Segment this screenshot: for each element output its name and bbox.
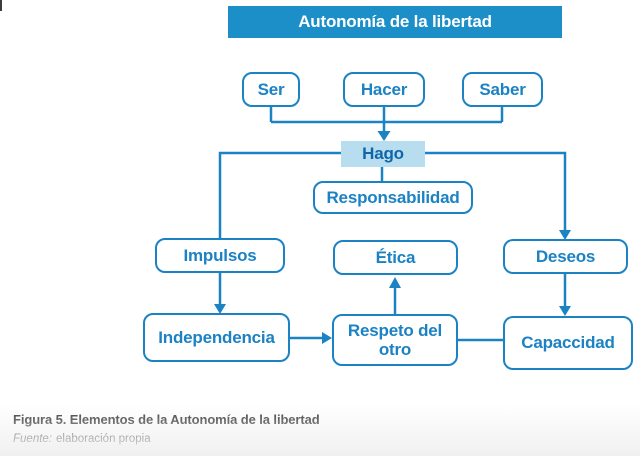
node-hago: Hago	[341, 141, 425, 167]
figure-caption: Figura 5. Elementos de la Autonomía de l…	[13, 412, 320, 427]
node-deseos-label: Deseos	[535, 246, 596, 266]
arrowhead-into-etica	[389, 277, 401, 288]
diagram-title-bar: Autonomía de la libertad	[228, 6, 562, 38]
arrowhead-into-respeto	[322, 332, 332, 344]
diagram-title: Autonomía de la libertad	[298, 12, 492, 31]
arrowhead-into-capaccidad	[559, 306, 571, 316]
node-ser: Ser	[242, 72, 300, 107]
page-edge-mark	[0, 0, 2, 11]
line-hago-to-deseos	[425, 151, 567, 231]
figure-source: Fuente: elaboración propia	[13, 433, 151, 445]
figure-source-prefix: Fuente:	[13, 433, 52, 445]
node-independencia: Independencia	[143, 313, 290, 362]
node-impulsos: Impulsos	[155, 238, 285, 273]
node-capaccidad-label: Capaccidad	[521, 333, 615, 353]
node-ser-label: Ser	[257, 79, 285, 99]
node-saber-label: Saber	[479, 79, 526, 99]
node-impulsos-label: Impulsos	[183, 245, 257, 265]
node-hacer: Hacer	[343, 72, 425, 107]
node-respeto-del-otro-label: Respeto del otro	[347, 320, 443, 359]
node-deseos: Deseos	[503, 239, 628, 274]
node-capaccidad: Capaccidad	[503, 316, 633, 370]
figure-source-text: elaboración propia	[56, 433, 151, 445]
line-hago-to-impulsos	[218, 151, 341, 239]
node-responsabilidad-label: Responsabilidad	[326, 187, 460, 207]
arrowhead-into-hago	[377, 131, 391, 141]
node-respeto-del-otro: Respeto del otro	[332, 314, 458, 366]
node-independencia-label: Independencia	[158, 327, 275, 347]
node-hago-label: Hago	[362, 144, 404, 164]
node-hacer-label: Hacer	[360, 79, 408, 99]
node-saber: Saber	[462, 72, 543, 107]
node-responsabilidad: Responsabilidad	[313, 181, 473, 214]
arrowhead-into-independencia	[214, 304, 226, 314]
arrowhead-into-deseos	[559, 230, 571, 240]
node-etica-label: Ética	[375, 247, 416, 267]
node-etica: Ética	[333, 240, 458, 275]
